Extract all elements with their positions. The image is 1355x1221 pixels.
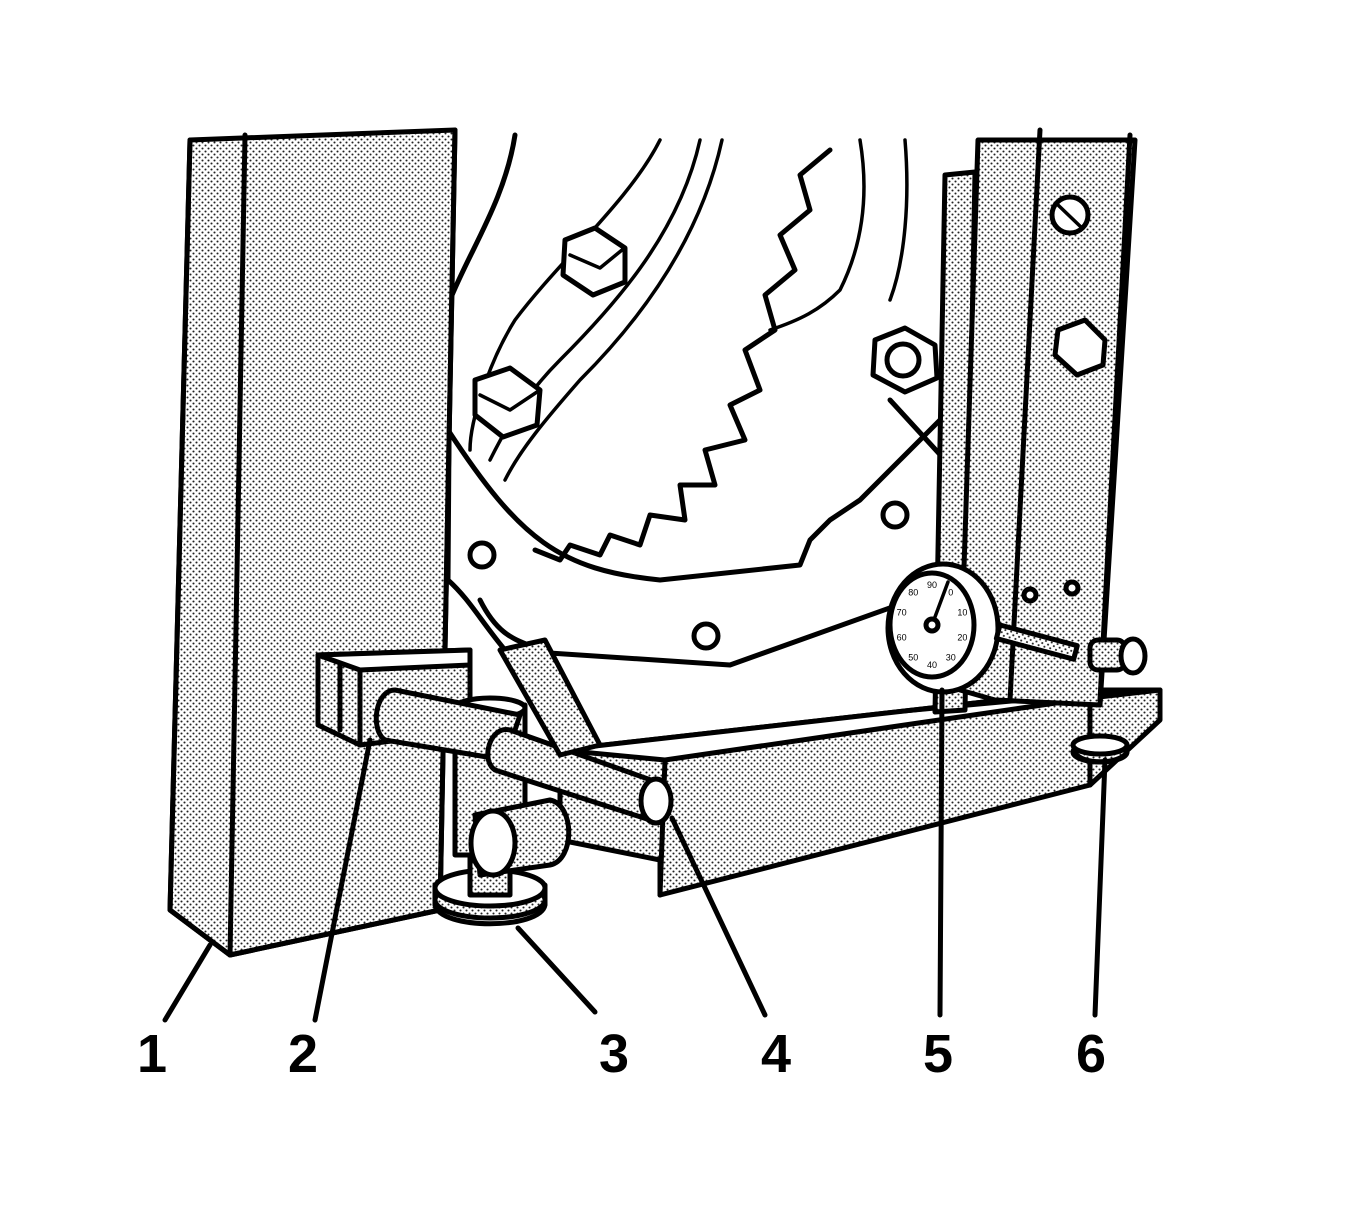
housing-holes [467, 500, 910, 651]
leveling-foot [1070, 733, 1130, 765]
dial-number: 20 [957, 632, 967, 642]
indicator-rod [485, 637, 674, 826]
dial-number: 10 [957, 608, 967, 618]
leader-lines [162, 687, 1108, 1023]
dial-number: 80 [908, 588, 918, 598]
callout-6: 6 [1076, 1024, 1106, 1084]
dial-number: 50 [908, 652, 918, 662]
callout-2: 2 [288, 1024, 318, 1084]
leader-line-5 [937, 687, 945, 1018]
callout-5: 5 [923, 1024, 953, 1084]
dial-number: 90 [927, 580, 937, 590]
left-column [167, 127, 458, 958]
dial-number: 70 [897, 608, 907, 618]
leader-line-1 [162, 942, 213, 1023]
leader-line-3 [515, 925, 598, 1015]
callout-3: 3 [599, 1024, 629, 1084]
flywheel-bolt-lower [472, 365, 543, 440]
dial-number: 0 [948, 588, 953, 598]
callout-1: 1 [137, 1024, 167, 1084]
gauge-contact-point [1087, 636, 1148, 676]
callouts: 1 2 3 4 5 6 [137, 1024, 1106, 1084]
flywheel-bolt-center [560, 225, 628, 298]
right-column [957, 127, 1138, 708]
dial-number: 30 [946, 652, 956, 662]
clamp-arm [373, 687, 523, 763]
leader-line-6 [1092, 757, 1108, 1018]
dial-number: 60 [897, 632, 907, 642]
flywheel [468, 138, 909, 563]
callout-4: 4 [761, 1024, 791, 1084]
flywheel-bolt-right [870, 325, 940, 395]
ring-gear-teeth [532, 147, 833, 563]
leader-line-4 [669, 815, 768, 1018]
dial-number: 40 [927, 660, 937, 670]
leader-line-2 [312, 737, 373, 1023]
